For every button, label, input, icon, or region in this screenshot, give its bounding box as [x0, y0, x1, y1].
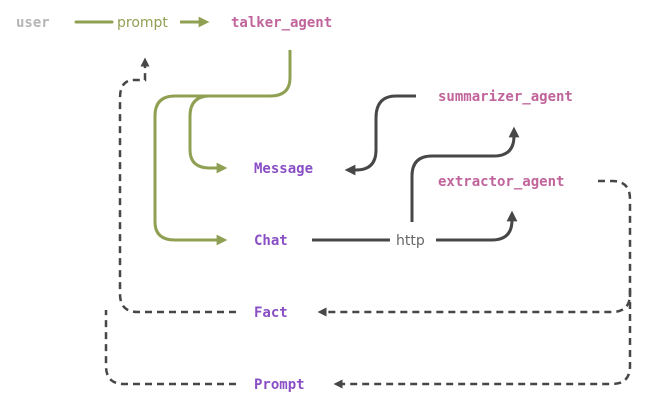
edge-talker-message — [188, 50, 292, 174]
node-extractor-agent: extractor_agent — [438, 174, 564, 190]
edge-label-http: http — [396, 233, 425, 249]
edge-fact-prompt — [118, 57, 236, 314]
node-fact: Fact — [254, 305, 288, 321]
edge-label-prompt: prompt — [117, 15, 168, 31]
node-talker-agent: talker_agent — [231, 15, 332, 31]
edge-talker-chat — [153, 94, 228, 246]
edge-promptnode-prompt — [104, 310, 236, 386]
node-message: Message — [254, 161, 313, 177]
edge-extractor-prompt — [333, 290, 632, 389]
edge-http-summarizer — [410, 126, 520, 222]
edge-http-extractor — [436, 210, 518, 242]
edge-summarizer-message — [344, 94, 416, 176]
node-prompt: Prompt — [254, 377, 305, 393]
node-user: user — [16, 15, 50, 31]
node-summarizer-agent: summarizer_agent — [438, 89, 573, 105]
node-chat: Chat — [254, 233, 288, 249]
edge-extractor-fact — [317, 179, 632, 317]
